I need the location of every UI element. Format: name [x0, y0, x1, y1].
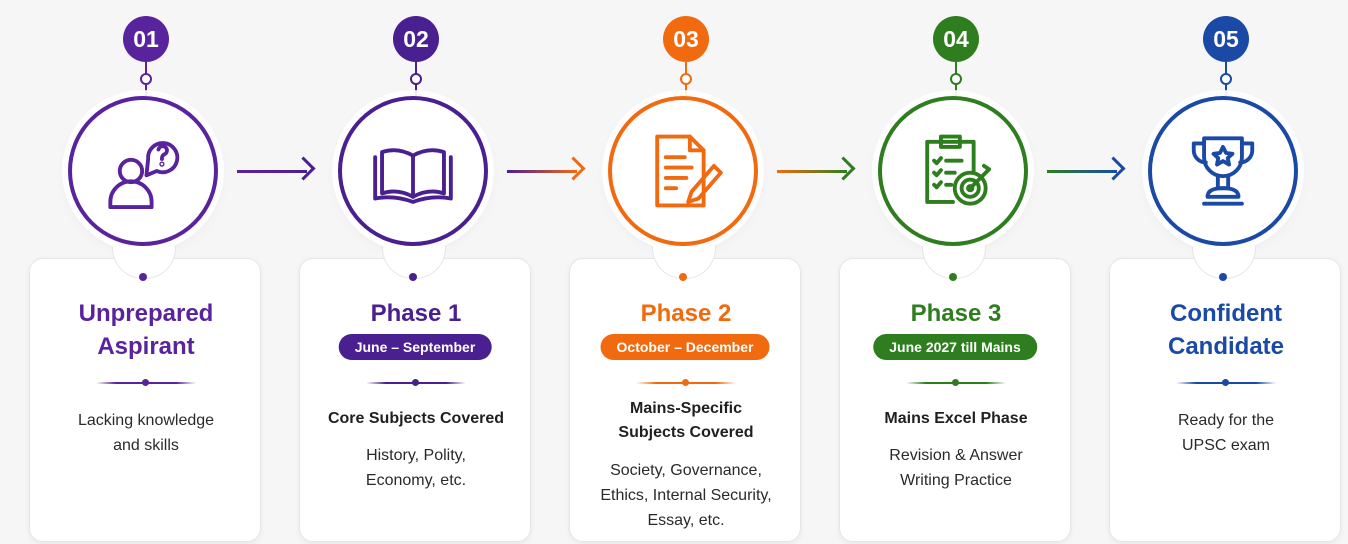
card-tab-dot	[949, 273, 957, 281]
step-subtitle: Mains Excel Phase	[884, 410, 1028, 427]
divider-dot	[682, 379, 689, 386]
connector-stem	[1225, 62, 1227, 74]
step-number-badge: 02	[393, 16, 439, 62]
date-range-pill: October – December	[600, 334, 770, 360]
step-card: Phase 3 June 2027 till Mains Mains Excel…	[839, 258, 1071, 542]
step-icon-circle	[338, 96, 488, 246]
step-icon-circle	[68, 96, 218, 246]
checklist-target-icon	[925, 134, 992, 206]
step-card: Confident Candidate Ready for the UPSC e…	[1109, 258, 1341, 542]
connector-stem	[1225, 84, 1227, 98]
step-card: Phase 1 June – September Core Subjects C…	[299, 258, 531, 542]
connector-stem	[955, 84, 957, 98]
card-tab-dot	[409, 273, 417, 281]
connector-stem	[955, 62, 957, 74]
connector-stem	[145, 84, 147, 98]
step-title: Phase 2	[640, 300, 732, 327]
step-description: Revision & Answer Writing Practice	[889, 447, 1023, 489]
card-tab-dot	[1219, 273, 1227, 281]
step-icon-circle	[608, 96, 758, 246]
step-number-badge: 04	[933, 16, 979, 62]
date-range-pill: June 2027 till Mains	[873, 334, 1037, 360]
person-question-icon	[108, 141, 180, 210]
connector-stem	[415, 62, 417, 74]
connector-stem	[145, 62, 147, 74]
connector-stem	[685, 84, 687, 98]
step-3: 03 Phase 2 October – December Mains-Spec…	[563, 0, 803, 544]
divider-dot	[412, 379, 419, 386]
step-title: Confident Candidate	[1167, 300, 1284, 360]
step-subtitle: Mains-Specific Subjects Covered	[618, 400, 754, 441]
step-card: Unprepared Aspirant Lacking knowledge an…	[29, 258, 261, 542]
step-description: Lacking knowledge and skills	[77, 412, 215, 454]
document-pencil-icon	[655, 134, 723, 208]
open-book-icon	[373, 148, 453, 204]
step-5: 05 Confident Candidate Ready for the UPS…	[1103, 0, 1343, 544]
trophy-star-icon	[1191, 136, 1255, 206]
step-description: Ready for the UPSC exam	[1177, 412, 1275, 454]
step-2: 02 Phase 1 June – September Core Subject…	[293, 0, 533, 544]
step-title: Phase 1	[370, 300, 462, 327]
divider-dot	[142, 379, 149, 386]
step-4: 04 Phase 3 June 2027 till Mains Mains Ex…	[833, 0, 1073, 544]
step-title: Phase 3	[910, 300, 1002, 327]
divider-dot	[952, 379, 959, 386]
step-description: Society, Governance, Ethics, Internal Se…	[600, 462, 772, 529]
step-description: History, Polity, Economy, etc.	[365, 447, 467, 489]
divider-dot	[1222, 379, 1229, 386]
card-tab-dot	[139, 273, 147, 281]
step-subtitle: Core Subjects Covered	[327, 410, 505, 427]
step-icon-circle	[1148, 96, 1298, 246]
step-1: 01 Unprepared Aspirant Lacking knowledge…	[23, 0, 263, 544]
flow-arrow-3-4	[777, 170, 847, 173]
flow-arrow-1-2	[237, 170, 307, 173]
step-number-badge: 05	[1203, 16, 1249, 62]
step-icon-circle	[878, 96, 1028, 246]
step-number-badge: 01	[123, 16, 169, 62]
step-card: Phase 2 October – December Mains-Specifi…	[569, 258, 801, 542]
step-number-badge: 03	[663, 16, 709, 62]
step-title: Unprepared Aspirant	[78, 300, 214, 360]
flow-arrow-2-3	[507, 170, 577, 173]
date-range-pill: June – September	[338, 334, 492, 360]
card-tab-dot	[679, 273, 687, 281]
connector-stem	[415, 84, 417, 98]
connector-stem	[685, 62, 687, 74]
flow-arrow-4-5	[1047, 170, 1117, 173]
